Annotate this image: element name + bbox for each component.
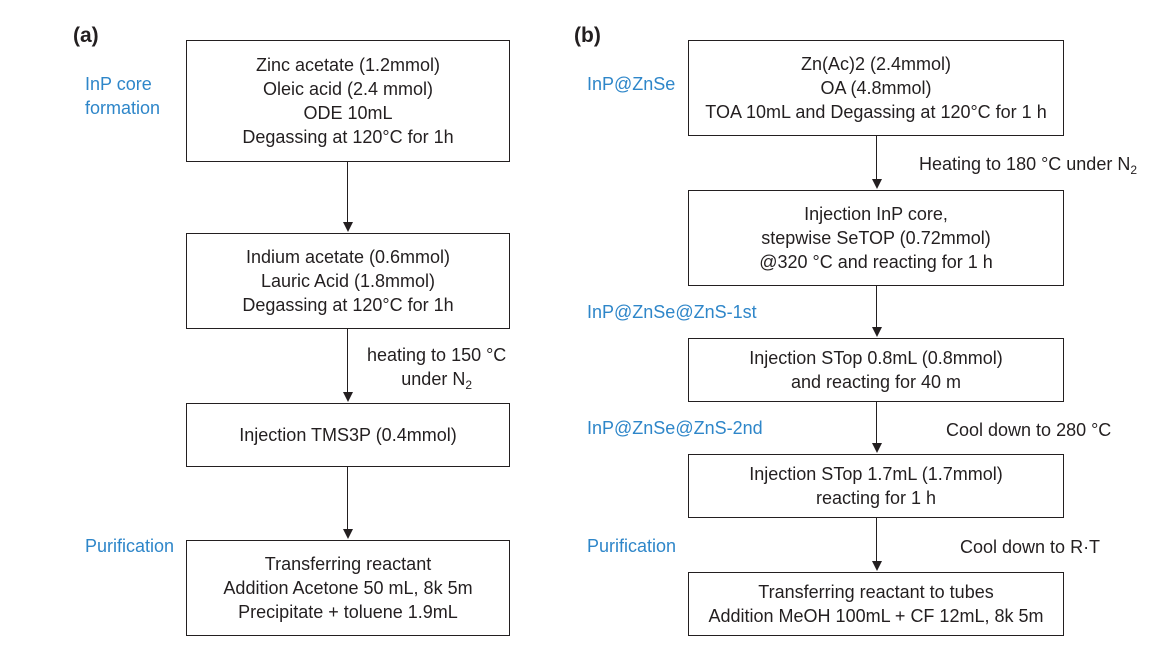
heating-condition-b: Heating to 180 °C under N2 [919,154,1138,177]
arrow-b2-shaft [876,286,877,327]
step-b1-line-3: TOA 10mL and Degassing at 120°C for 1 h [705,102,1047,122]
step-a3-box: Injection TMS3P (0.4mmol) [186,403,510,467]
step-a4-box: Transferring reactant Addition Acetone 5… [186,540,510,636]
step-b2-line-2: stepwise SeTOP (0.72mmol) [761,228,991,248]
stage-purification-b: Purification [587,536,677,556]
panel-a-label: (a) [73,24,99,47]
step-a4-line-2: Addition Acetone 50 mL, 8k 5m [223,578,473,598]
step-b2-line-1: Injection InP core, [804,204,948,224]
arrow-a3-head [343,529,353,539]
step-a4-line-1: Transferring reactant [264,554,432,574]
heating-condition-a: heating to 150 °C under N2 [367,343,506,391]
arrow-a2-head [343,392,353,402]
step-b3-line-1: Injection STop 0.8mL (0.8mmol) [749,348,1003,368]
step-a3-line-1: Injection TMS3P (0.4mmol) [239,425,457,445]
step-a1-line-3: ODE 10mL [303,103,393,123]
arrow-b1-shaft [876,136,877,179]
arrow-a3-shaft [347,467,348,529]
step-b5-line-1: Transferring reactant to tubes [758,582,994,602]
arrow-b4-shaft [876,518,877,561]
step-b4-line-2: reacting for 1 h [815,488,937,508]
arrow-b4-head [872,561,882,571]
step-a2-line-1: Indium acetate (0.6mmol) [245,247,451,267]
arrow-a2-shaft [347,329,348,392]
arrow-b2-head [872,327,882,337]
heating-line-1: heating to 150 °C [367,345,507,365]
step-a1-line-2: Oleic acid (2.4 mmol) [262,79,434,99]
step-b2-line-3: @320 °C and reacting for 1 h [759,252,993,272]
stage-inp-znse-zns-1st: InP@ZnSe@ZnS-1st [587,302,757,322]
step-a1-box: Zinc acetate (1.2mmol) Oleic acid (2.4 m… [186,40,510,162]
step-b3-line-2: and reacting for 40 m [790,372,962,392]
stage-inp-znse-zns-2nd: InP@ZnSe@ZnS-2nd [587,418,763,438]
arrow-b3-shaft [876,402,877,443]
step-a1-line-1: Zinc acetate (1.2mmol) [255,55,441,75]
cool-condition-rt: Cool down to R·T [960,537,1101,557]
panel-b-label: (b) [574,24,601,47]
arrow-b1-head [872,179,882,189]
step-a2-line-3: Degassing at 120°C for 1h [242,295,454,315]
step-a2-line-2: Lauric Acid (1.8mmol) [260,271,436,291]
stage-line-1: InP core [85,74,152,94]
step-a4-line-3: Precipitate + toluene 1.9mL [238,602,458,622]
stage-purification-a: Purification [85,536,175,556]
step-a2-box: Indium acetate (0.6mmol) Lauric Acid (1.… [186,233,510,329]
step-b4-box: Injection STop 1.7mL (1.7mmol) reacting … [688,454,1064,518]
heating-line-2: under N2 [401,369,473,392]
step-b4-line-1: Injection STop 1.7mL (1.7mmol) [749,464,1003,484]
step-b3-box: Injection STop 0.8mL (0.8mmol) and react… [688,338,1064,402]
step-b1-line-1: Zn(Ac)2 (2.4mmol) [800,54,952,74]
arrow-a1-head [343,222,353,232]
arrow-a1-shaft [347,162,348,222]
step-b5-box: Transferring reactant to tubes Addition … [688,572,1064,636]
stage-inp-core-formation: InP core formation [85,72,160,120]
step-b2-box: Injection InP core, stepwise SeTOP (0.72… [688,190,1064,286]
step-b1-box: Zn(Ac)2 (2.4mmol) OA (4.8mmol) TOA 10mL … [688,40,1064,136]
step-b1-line-2: OA (4.8mmol) [820,78,932,98]
cool-condition-280: Cool down to 280 °C [946,420,1112,440]
step-b5-line-2: Addition MeOH 100mL + CF 12mL, 8k 5m [708,606,1044,626]
step-a1-line-4: Degassing at 120°C for 1h [242,127,454,147]
arrow-b3-head [872,443,882,453]
stage-line-2: formation [85,98,161,118]
stage-inp-znse: InP@ZnSe [587,74,676,94]
